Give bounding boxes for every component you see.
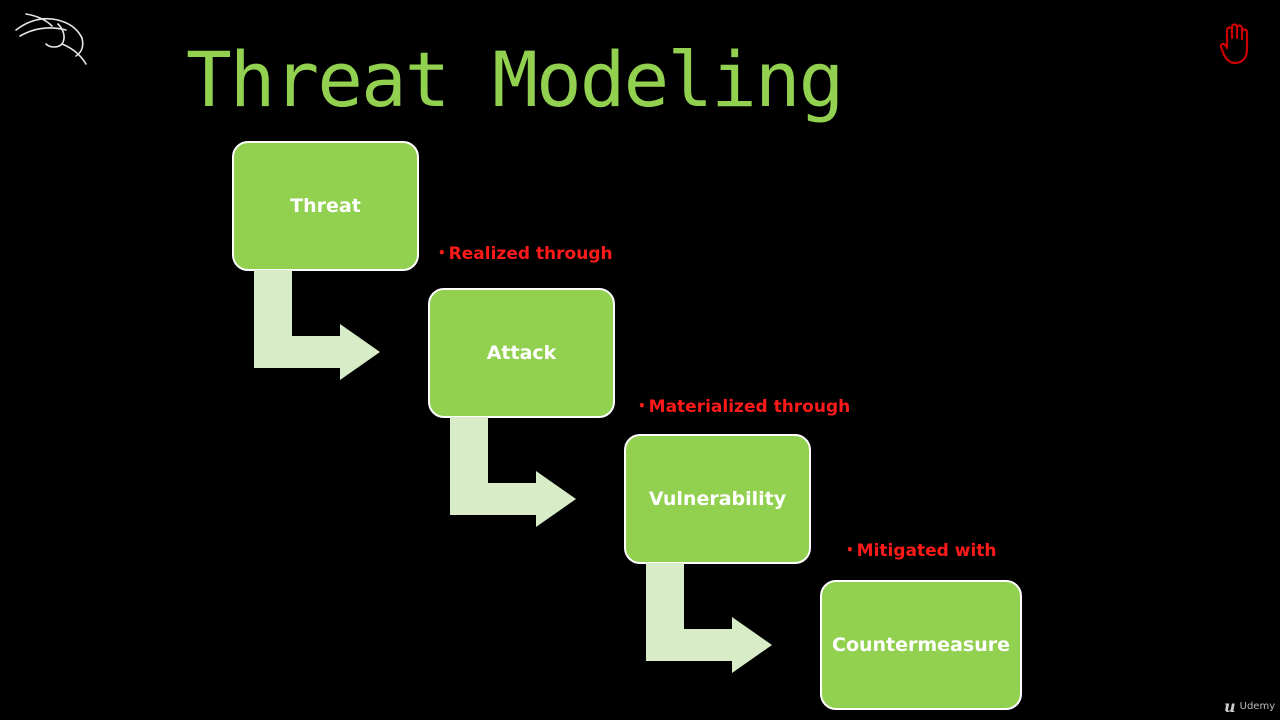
relation-text: Materialized through: [648, 397, 851, 417]
relation-text: Mitigated with: [856, 541, 997, 561]
watermark-text: Udemy: [1239, 701, 1276, 712]
step-box-vulnerability: Vulnerability: [624, 434, 811, 564]
udemy-logo-icon: u: [1224, 697, 1236, 716]
step-box-countermeasure: Countermeasure: [820, 580, 1022, 710]
slide-title: Threat Modeling: [186, 35, 844, 124]
step-box-threat: Threat: [232, 141, 419, 271]
bent-arrow-icon: [450, 417, 576, 527]
kali-dragon-logo-icon: [15, 13, 87, 65]
step-label-attack: Attack: [486, 342, 557, 364]
bullet: •: [846, 543, 854, 557]
step-label-countermeasure: Countermeasure: [832, 634, 1010, 656]
relation-label-materialized-through: •Materialized through: [638, 399, 850, 416]
step-box-attack: Attack: [428, 288, 615, 418]
step-label-vulnerability: Vulnerability: [648, 488, 787, 510]
relation-text: Realized through: [448, 244, 613, 264]
bullet: •: [438, 246, 446, 260]
relation-label-mitigated-with: •Mitigated with: [846, 543, 997, 560]
udemy-watermark: u Udemy: [1224, 697, 1275, 716]
bent-arrow-icon: [254, 270, 380, 380]
relation-label-realized-through: •Realized through: [438, 246, 613, 263]
step-label-threat: Threat: [290, 195, 361, 217]
bullet: •: [638, 399, 646, 413]
raised-hand-icon[interactable]: [1218, 22, 1256, 66]
bent-arrow-icon: [646, 563, 772, 673]
